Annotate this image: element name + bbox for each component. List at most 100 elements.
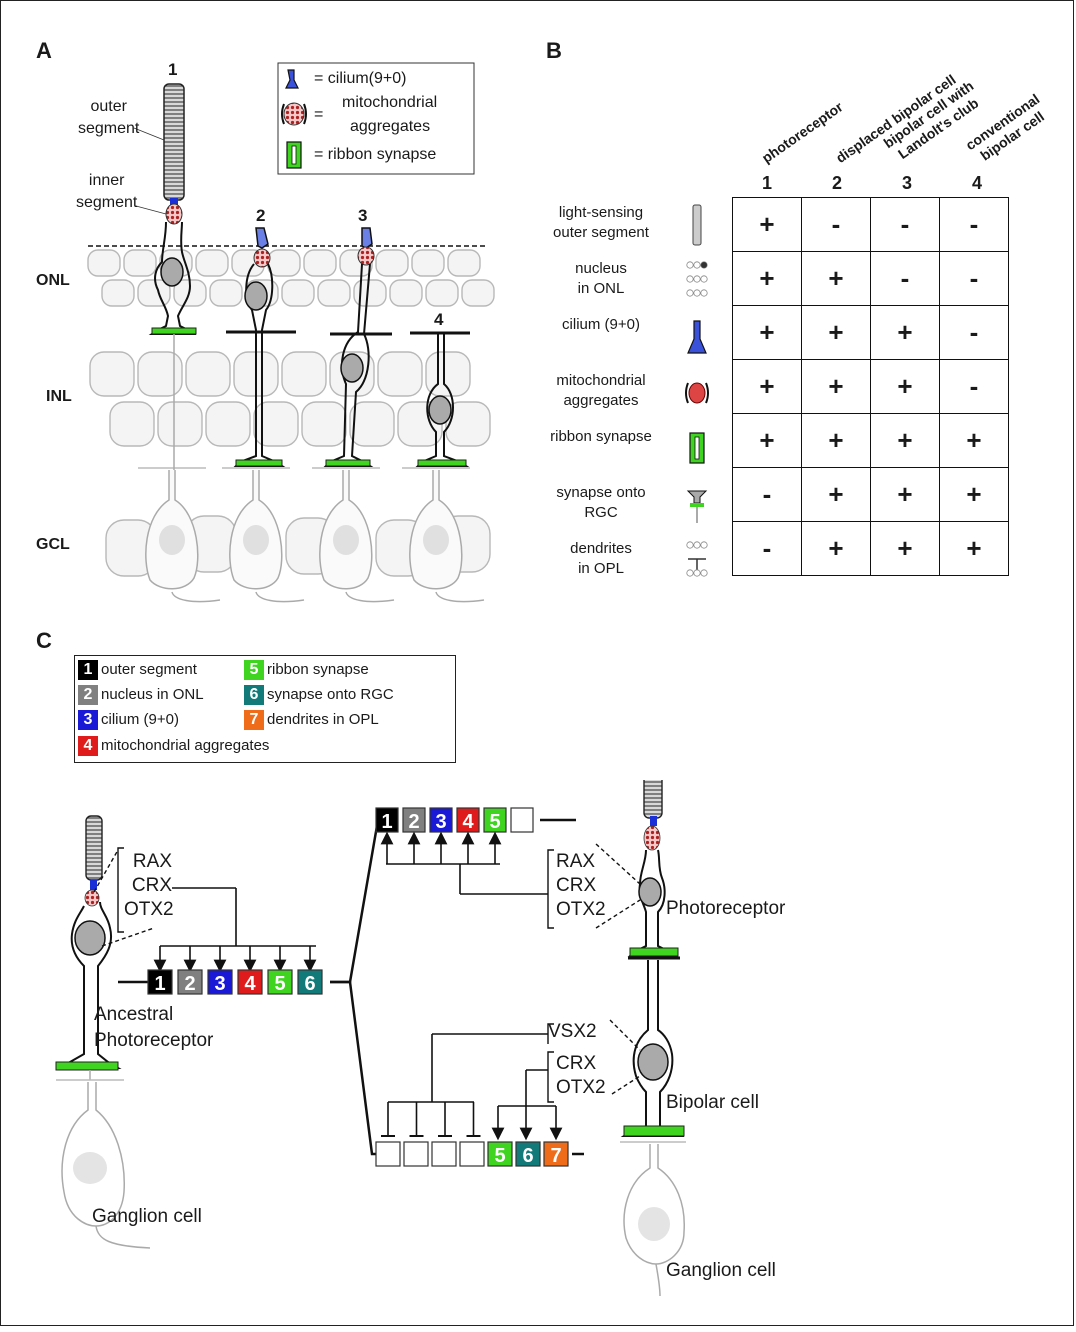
branch-to-bipolar [330, 982, 378, 1154]
feature-row: +--- [733, 198, 1009, 252]
mitochondria-icon [684, 371, 710, 415]
module-number-badge: 3 [78, 710, 98, 730]
legend-ribbon-synapse-icon [287, 142, 301, 168]
feature-cell: + [733, 414, 802, 468]
transcription-factor-label: CRX [556, 1052, 606, 1076]
feature-cell: - [733, 468, 802, 522]
ganglion-cell-left-label: Ganglion cell [92, 1206, 202, 1228]
gene-module-number: 5 [489, 811, 500, 833]
gene-module-number: 5 [494, 1145, 505, 1167]
module-legend-text: mitochondrial aggregates [101, 737, 269, 754]
module-number-badge: 5 [244, 660, 264, 680]
gene-module-number: 2 [184, 973, 195, 995]
feature-cell: + [871, 360, 940, 414]
feature-row: +++- [733, 360, 1009, 414]
bipolar-tf-list: CRXOTX2 [556, 1052, 606, 1100]
module-legend-text: ribbon synapse [267, 661, 369, 678]
gene-module-number: 1 [381, 811, 392, 833]
gene-module-number: 1 [154, 973, 165, 995]
gene-module-number: 4 [462, 811, 474, 833]
retina-background-cells [88, 250, 494, 602]
feature-row-label: synapse onto RGC [526, 483, 676, 523]
photoreceptor-cell-right [630, 780, 678, 956]
module-number-badge: 7 [244, 710, 264, 730]
feature-cell: - [802, 198, 871, 252]
photoreceptor-label: Photoreceptor [666, 898, 785, 920]
panel-label-c: C [36, 628, 52, 654]
feature-cell: + [802, 360, 871, 414]
feature-cell: - [871, 198, 940, 252]
gene-module-number: 3 [214, 973, 225, 995]
bipolar-cell-label: Bipolar cell [666, 1092, 759, 1114]
feature-cell: - [940, 252, 1009, 306]
feature-cell: + [733, 306, 802, 360]
feature-row: -+++ [733, 468, 1009, 522]
feature-row-label: ribbon synapse [526, 427, 676, 447]
bipolar-tf-dashed-bottom [612, 1076, 640, 1094]
transcription-factor-label: OTX2 [556, 1076, 606, 1100]
transcription-factor-label: OTX2 [556, 898, 606, 922]
feature-cell: + [733, 198, 802, 252]
legend-cilium-text: = cilium(9+0) [314, 70, 406, 88]
layer-label-onl: ONL [36, 272, 70, 290]
bipolar-tf-bracket [548, 1052, 554, 1102]
feature-row: +++- [733, 306, 1009, 360]
feature-row-label: cilium (9+0) [526, 315, 676, 335]
cell-number-1: 1 [168, 60, 177, 80]
module-number-badge: 1 [78, 660, 98, 680]
module-legend-item: 2nucleus in ONL [78, 685, 204, 705]
synapse-rgc-icon [684, 483, 710, 527]
feature-table: +---++--+++-+++-++++-+++-+++ [732, 197, 1009, 576]
module-number-badge: 4 [78, 736, 98, 756]
layer-label-gcl: GCL [36, 536, 70, 554]
cell-number-3: 3 [358, 206, 367, 226]
feature-row-label: light-sensing outer segment [526, 203, 676, 243]
feature-cell: + [940, 468, 1009, 522]
bipolar-module-row: 567 [376, 1142, 568, 1167]
feature-cell: - [940, 360, 1009, 414]
panel-label-b: B [546, 38, 562, 64]
outer-segment-icon [684, 203, 710, 247]
module-number-badge: 2 [78, 685, 98, 705]
module-legend-text: outer segment [101, 661, 197, 678]
feature-cell: + [802, 306, 871, 360]
module-legend-text: synapse onto RGC [267, 686, 394, 703]
photoreceptor-tf-list: RAXCRXOTX2 [556, 850, 606, 922]
gene-module-number: 5 [274, 973, 285, 995]
layer-label-inl: INL [46, 388, 72, 406]
transcription-factor-label: CRX [556, 874, 606, 898]
module-legend-text: cilium (9+0) [101, 711, 179, 728]
gene-module-box [432, 1142, 456, 1166]
feature-cell: + [802, 468, 871, 522]
photoreceptor-module-row: 12345 [376, 808, 533, 833]
gene-module-number: 4 [244, 973, 256, 995]
gene-module-number: 6 [522, 1145, 533, 1167]
dendrites-opl-icon [684, 539, 710, 583]
feature-cell: + [733, 252, 802, 306]
col-number-1: 1 [762, 173, 772, 194]
onl-nucleus-icon [684, 259, 710, 303]
panel-a-diagram [0, 0, 540, 620]
feature-cell: + [802, 522, 871, 576]
col-number-2: 2 [832, 173, 842, 194]
module-legend-item: 3cilium (9+0) [78, 710, 179, 730]
legend-mito-line2: aggregates [350, 118, 430, 136]
cilium-icon [684, 315, 710, 359]
transcription-factor-label: RAX [124, 850, 172, 874]
transcription-factor-label: RAX [556, 850, 606, 874]
feature-cell: + [871, 468, 940, 522]
outer-segment-label: outer segment [78, 96, 139, 140]
feature-cell: + [733, 360, 802, 414]
module-legend-item: 4mitochondrial aggregates [78, 736, 269, 756]
feature-cell: - [940, 198, 1009, 252]
ganglion-cell-right-label: Ganglion cell [666, 1260, 776, 1282]
legend-mito-line1: mitochondrial [342, 94, 437, 112]
gene-module-box [376, 1142, 400, 1166]
feature-row-label: dendrites in OPL [526, 539, 676, 579]
transcription-factor-label: CRX [124, 874, 172, 898]
feature-cell: + [802, 252, 871, 306]
gene-module-box [404, 1142, 428, 1166]
